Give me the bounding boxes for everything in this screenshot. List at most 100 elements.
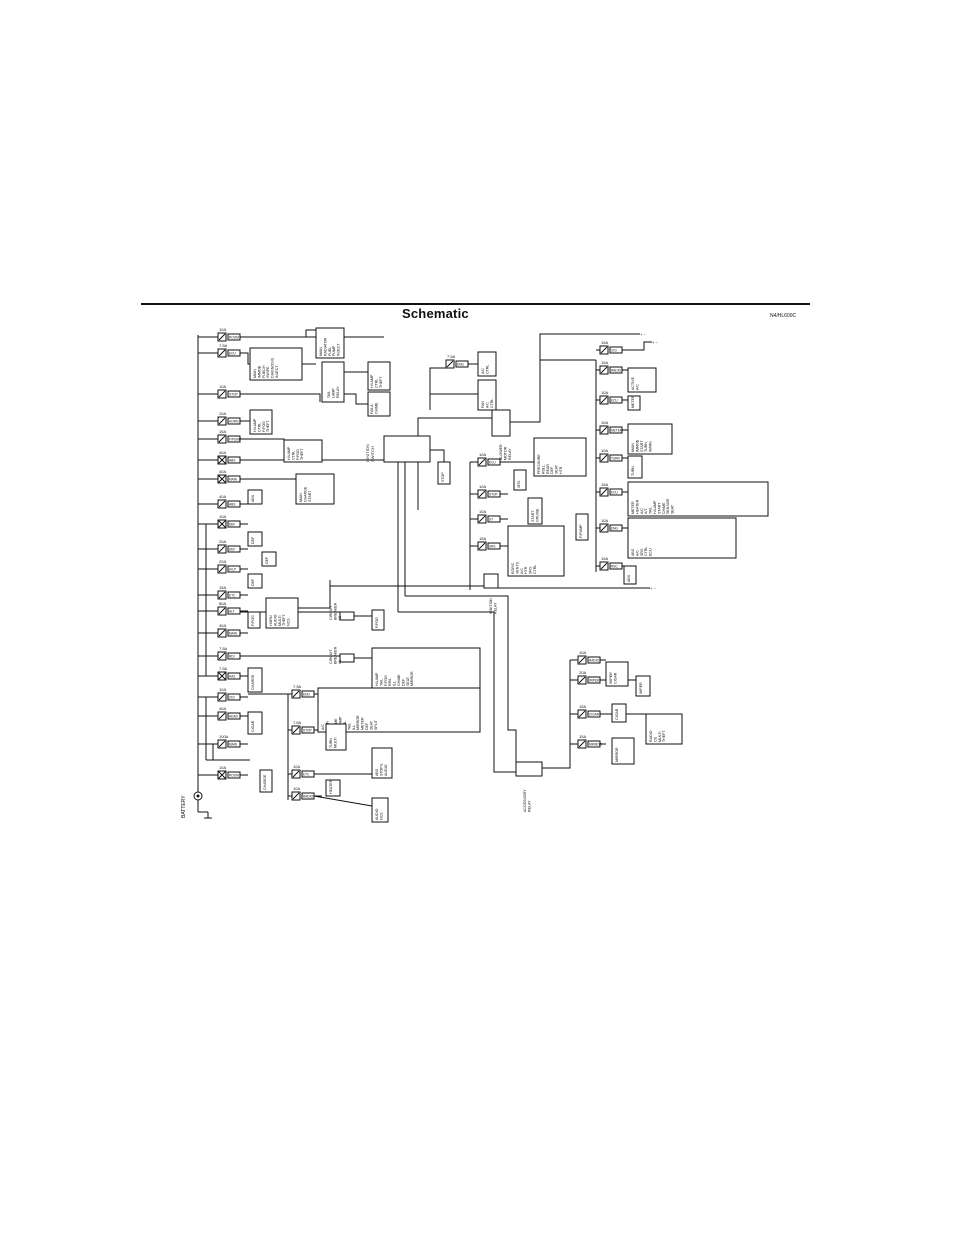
load-label: MULTI: [278, 615, 282, 626]
fuse-rating: 10A: [219, 327, 226, 332]
fuse-rating: 10A: [601, 518, 608, 523]
fuse-name-box: [227, 607, 241, 615]
component-box: [265, 597, 299, 629]
fuse-rating: 10A: [293, 786, 300, 791]
load-label: STOP: [441, 472, 445, 482]
load-label: TURN: [631, 466, 635, 476]
breaker-label: BREAKER: [333, 602, 337, 620]
fuse-name: ENG: [457, 363, 464, 367]
load-label: DEF: [365, 722, 369, 730]
load-label: F/FOG: [251, 615, 255, 626]
load-label: CTRL: [291, 451, 295, 460]
load-label: CHARGE: [251, 674, 255, 690]
fuse-element: [218, 652, 226, 660]
component-box: [635, 675, 651, 697]
load-label: HEATER: [329, 779, 333, 794]
fuse-name-box: [609, 454, 623, 462]
wire: [417, 417, 492, 436]
fuse-rating: 20A: [579, 670, 586, 675]
load-label: CTRL: [644, 547, 648, 556]
fuse-name: ABS: [229, 459, 235, 463]
load-label: CIGAR: [613, 672, 617, 684]
fuse-name-box: [301, 690, 315, 698]
load-label: CRUISE: [535, 508, 539, 522]
fuse-element: [292, 690, 300, 698]
fuse-name: F/PUMP: [229, 438, 241, 442]
fuse-name: STOP: [229, 393, 238, 397]
fuse-name-box: [227, 475, 241, 483]
fuse-element: [218, 417, 226, 425]
component-box: [371, 797, 389, 823]
component-box: [247, 531, 263, 547]
fuse-rating: 10A: [579, 650, 586, 655]
relay-box: [491, 409, 511, 437]
load-label: MIRROR: [615, 747, 619, 762]
load-label: MAIN: [299, 493, 303, 502]
wire: [429, 367, 446, 376]
fuse-element: [292, 726, 300, 734]
load-label: THEFT: [282, 614, 286, 626]
breaker-label: CIRCUIT: [329, 605, 333, 620]
fuse-element: [446, 360, 454, 368]
fuse-rating: 15A: [219, 585, 226, 590]
component-box: [325, 779, 341, 797]
fuse-element: [217, 455, 227, 465]
load-label: CHIME: [662, 502, 666, 514]
fuse-name: ROOM: [229, 336, 239, 340]
fuse-name-box: [301, 792, 315, 800]
load-label: CTRL: [485, 365, 489, 374]
fuse-element: [218, 591, 226, 599]
load-label: SWIPE: [266, 366, 270, 378]
component-box: [627, 367, 657, 393]
component-box: [627, 395, 641, 411]
load-label: A/T: [644, 508, 648, 514]
load-label: CIGAR: [251, 720, 255, 732]
fuse-rating: 15A: [601, 340, 608, 345]
load-label: TAIL: [379, 679, 383, 686]
fuse-name-box: [227, 500, 241, 508]
fuse-element: [218, 565, 226, 573]
component-box: [247, 573, 263, 589]
fuse-name: RSC: [611, 565, 618, 569]
fuse-name-box: [587, 710, 601, 718]
wire: [313, 795, 373, 807]
battery-terminal: [196, 794, 200, 798]
fuse-name-box: [227, 740, 241, 748]
ignition-switch-label: SWITCH: [370, 446, 375, 462]
load-label: ABS: [375, 768, 379, 776]
fuse-rating: 15A: [601, 556, 608, 561]
fuse-rating: 10A: [601, 448, 608, 453]
fuse-element: [600, 426, 608, 434]
wire: [622, 341, 652, 351]
component-box: [295, 473, 335, 505]
fuse-name: CIG: [611, 349, 617, 353]
fuse-name-box: [227, 520, 241, 528]
relay-label: MOTOR: [503, 446, 507, 460]
load-label: SEAT: [406, 676, 410, 686]
fuse-rating: 80A: [219, 601, 226, 606]
battery-label: BATTERY: [181, 795, 187, 818]
fuse-element: [600, 524, 608, 532]
load-label: CD: [653, 736, 657, 742]
components: BATTERY10AROOM7.5AECU10ASTOP10AHORN15AF/…: [181, 327, 769, 823]
fuse-name: ABS: [229, 503, 235, 507]
fuse-rating: 10A: [219, 411, 226, 416]
fuse-name: SRS: [489, 545, 496, 549]
relay-box: [515, 761, 543, 777]
load-label: INJECT: [337, 343, 341, 356]
component-box: [627, 455, 643, 479]
load-label: WARN: [649, 441, 653, 452]
relay-label: ACCESSORY: [523, 789, 527, 812]
load-label: WIPER: [609, 672, 613, 684]
load-label: IMMOB: [257, 365, 261, 378]
component-box: [247, 489, 263, 505]
